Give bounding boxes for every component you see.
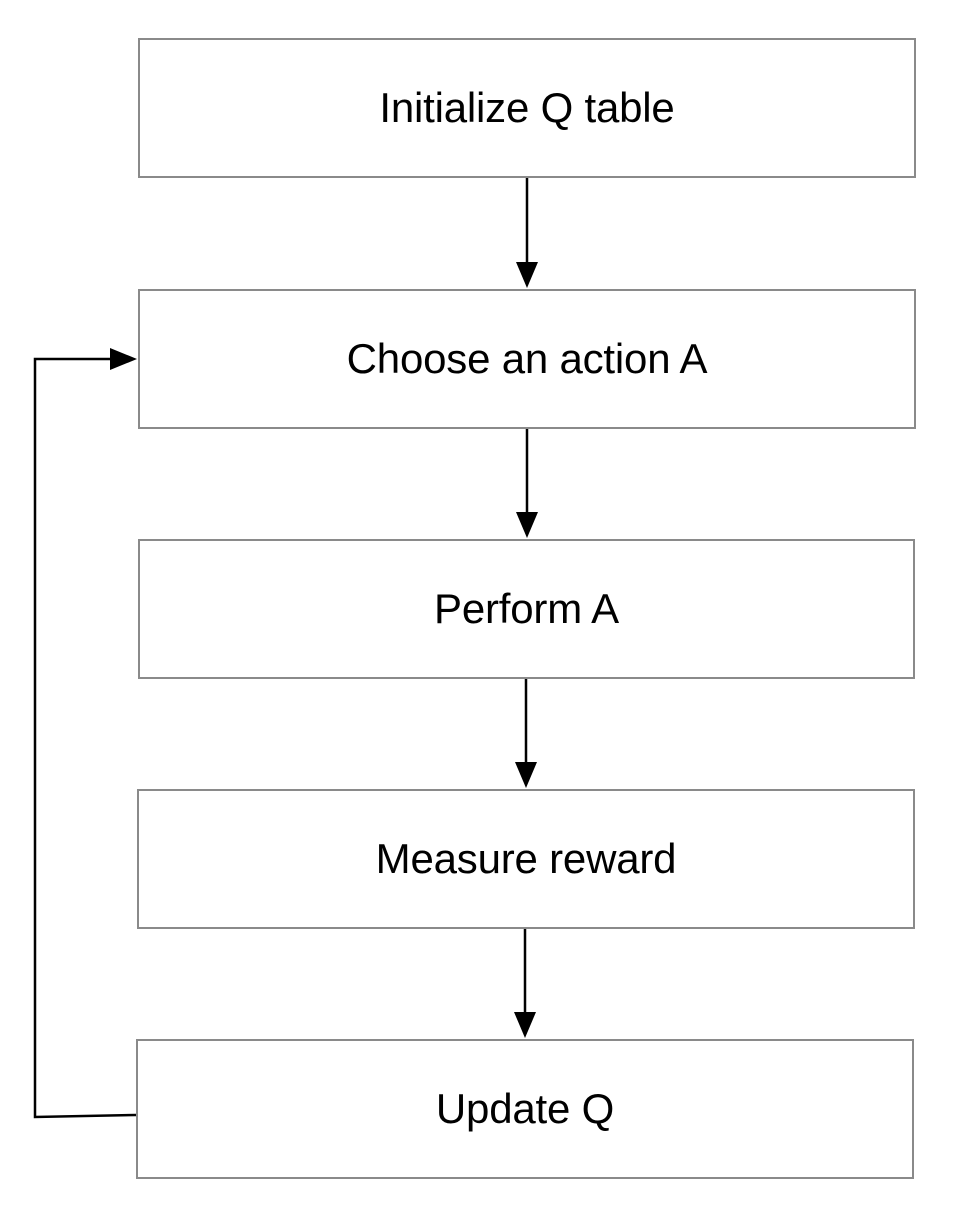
step-measure-reward: Measure reward (137, 789, 915, 929)
arrow-initialize-to-choose (516, 178, 538, 288)
step-choose-action: Choose an action A (138, 289, 916, 429)
arrow-measure-to-update (514, 929, 536, 1038)
step-perform-action: Perform A (138, 539, 915, 679)
step-update-q: Update Q (136, 1039, 914, 1179)
arrow-choose-to-perform (516, 429, 538, 538)
step-label: Initialize Q table (379, 84, 675, 131)
arrow-update-loop-to-choose (33, 348, 137, 1119)
step-label: Update Q (435, 1085, 615, 1132)
step-label: Measure reward (375, 835, 677, 882)
step-label: Perform A (434, 585, 619, 632)
step-label: Choose an action A (346, 335, 708, 382)
step-initialize-q-table: Initialize Q table (138, 38, 916, 178)
arrow-perform-to-measure (515, 679, 537, 788)
